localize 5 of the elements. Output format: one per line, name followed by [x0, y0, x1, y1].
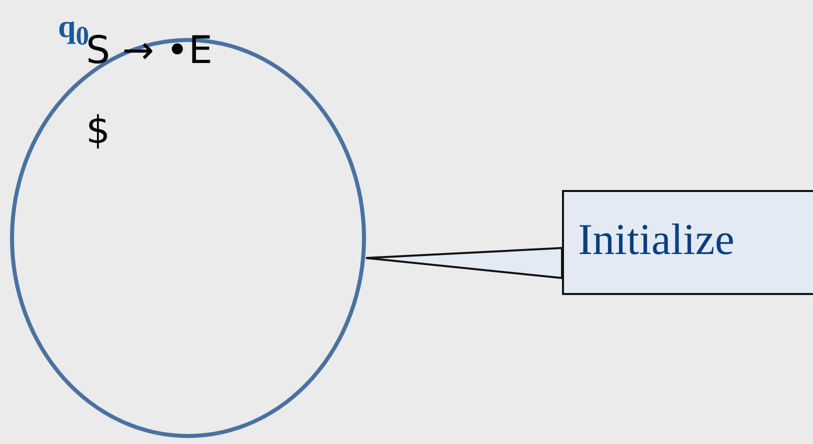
state-label: q$_{0}$ [58, 8, 90, 50]
callout-text: Initialize [578, 214, 734, 265]
item-text: $ [86, 108, 110, 152]
callout-pointer [365, 246, 563, 280]
callout-box [562, 190, 813, 295]
